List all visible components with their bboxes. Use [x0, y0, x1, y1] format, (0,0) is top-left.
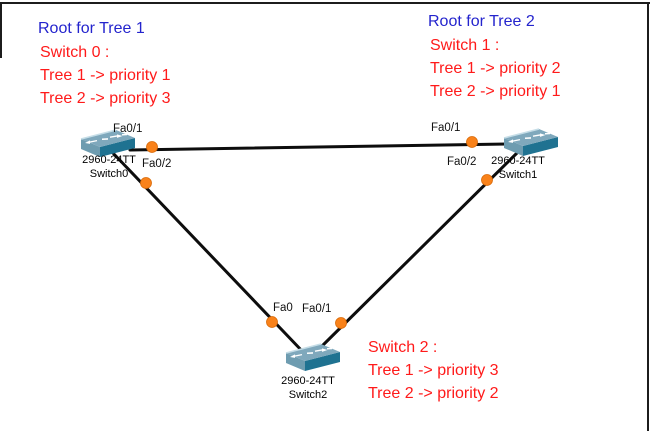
- note-switch2-tree1-priority: Tree 1 -> priority 3: [368, 362, 499, 379]
- canvas-border-left: [0, 2, 2, 58]
- link-status-light-sw1-fa02: [481, 174, 493, 186]
- note-switch1-tree2-priority: Tree 2 -> priority 1: [430, 83, 561, 100]
- port-label-sw0-fa02: Fa0/2: [142, 158, 172, 170]
- link-status-light-sw0-fa02: [140, 177, 152, 189]
- note-switch0-heading: Switch 0 :: [40, 44, 110, 61]
- switch2-name: Switch2: [288, 389, 328, 401]
- switch0-model: 2960-24TT: [82, 154, 136, 166]
- port-label-sw2-left: Fa0: [273, 302, 293, 314]
- link-status-light-sw1-fa01: [466, 136, 478, 148]
- canvas-border-top: [1, 2, 650, 4]
- note-switch0-tree1-priority: Tree 1 -> priority 1: [40, 67, 171, 84]
- port-label-sw1-fa01: Fa0/1: [431, 122, 461, 134]
- link-status-light-sw2-right: [335, 317, 347, 329]
- note-switch1-heading: Switch 1 :: [430, 37, 500, 54]
- switch1-model: 2960-24TT: [491, 155, 545, 167]
- switch0-label: 2960-24TT Switch0: [74, 153, 144, 181]
- note-switch1-tree1-priority: Tree 1 -> priority 2: [430, 60, 561, 77]
- switch1-name: Switch1: [498, 169, 538, 181]
- note-switch2-heading: Switch 2 :: [368, 339, 438, 356]
- link-status-light-sw0-fa01: [146, 141, 158, 153]
- port-label-sw2-right: Fa0/1: [302, 303, 332, 315]
- note-switch0-tree2-priority: Tree 2 -> priority 3: [40, 90, 171, 107]
- switch2-label: 2960-24TT Switch2: [273, 374, 343, 402]
- switch2-model: 2960-24TT: [281, 375, 335, 387]
- switch0-name: Switch0: [89, 168, 129, 180]
- switch2-icon[interactable]: [285, 343, 341, 373]
- note-switch2-tree2-priority: Tree 2 -> priority 2: [368, 385, 499, 402]
- cable-switch0-switch1[interactable]: [128, 142, 509, 152]
- note-root-tree1-title: Root for Tree 1: [38, 20, 145, 37]
- switch1-label: 2960-24TT Switch1: [483, 154, 553, 182]
- port-label-sw0-fa01: Fa0/1: [113, 123, 143, 135]
- port-label-sw1-fa02: Fa0/2: [447, 156, 477, 168]
- link-status-light-sw2-left: [266, 316, 278, 328]
- note-root-tree2-title: Root for Tree 2: [428, 13, 535, 30]
- canvas-border-right: [647, 2, 649, 431]
